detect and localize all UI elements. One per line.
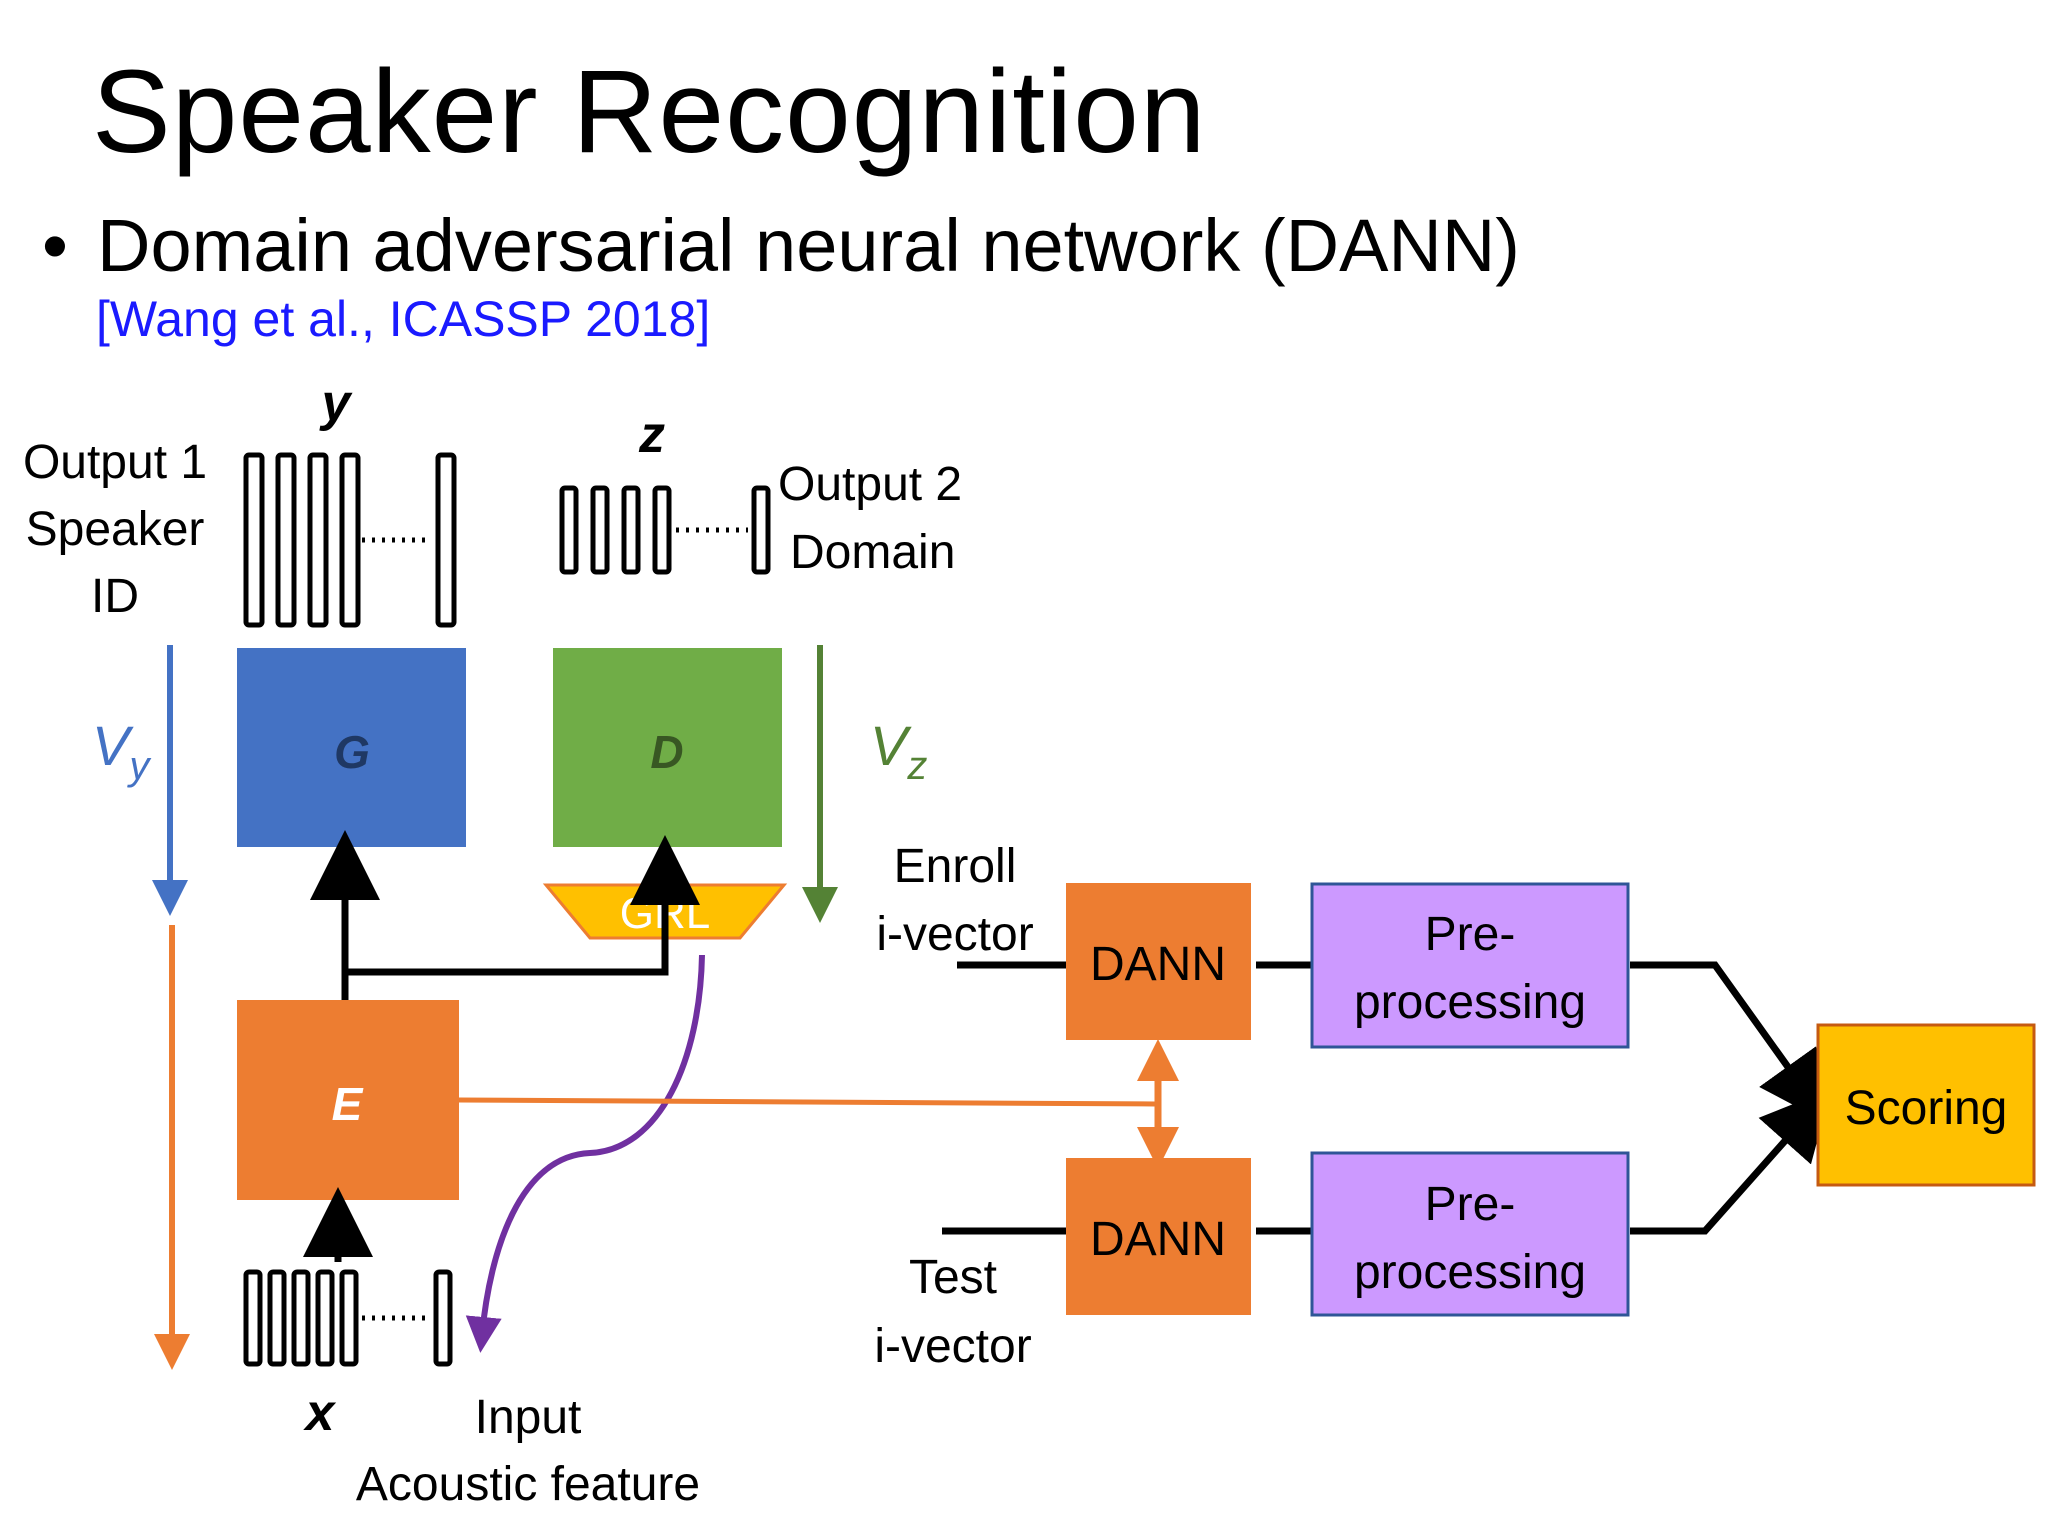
preprocessing-block-enroll — [1310, 882, 1630, 1049]
enroll-label-line2: i-vector — [876, 908, 1033, 961]
preprocessing-block-test — [1310, 1151, 1630, 1317]
test-label-line2: i-vector — [874, 1320, 1031, 1373]
g-block — [237, 648, 466, 847]
output2-label-line2: Domain — [790, 526, 955, 579]
output1-var-y: y — [319, 374, 354, 432]
vz-label-base: V — [870, 714, 912, 777]
preprocessing-enroll-line2: processing — [1354, 976, 1586, 1029]
test-label-line1: Test — [909, 1251, 997, 1304]
preprocessing-test-line1: Pre- — [1425, 1178, 1516, 1231]
output2-vector — [559, 485, 771, 575]
output1-label-line1: Output 1 — [23, 436, 207, 489]
bullet-item: • Domain adversarial neural network (DANN… — [42, 204, 1520, 287]
vz-label-sub: z — [906, 744, 927, 788]
reference-link[interactable]: [Wang et al., ICASSP 2018] — [96, 291, 711, 347]
test-to-scoring-arrow — [1630, 1088, 1832, 1235]
slide-title: Speaker Recognition — [92, 46, 1207, 178]
e-to-d-arrow — [345, 835, 700, 976]
input-label-line2: Acoustic feature — [356, 1458, 700, 1511]
scoring-block — [1816, 1023, 2036, 1187]
vz-label: Vz — [870, 714, 927, 788]
e-block-label: E — [332, 1078, 364, 1130]
e-block — [237, 1000, 459, 1200]
bullet-dot-icon: • — [42, 204, 68, 287]
vy-label: Vy — [92, 714, 152, 788]
grl-to-input-curve-arrow — [465, 954, 705, 1353]
dann-block-test-label: DANN — [1090, 1213, 1226, 1266]
output2-label-line1: Output 2 — [778, 458, 962, 511]
d-block — [553, 648, 782, 847]
enroll-to-scoring-arrow — [1630, 961, 1829, 1124]
d-block-label: D — [650, 726, 683, 778]
input-vector — [243, 1269, 453, 1367]
enroll-label-line1: Enroll — [894, 840, 1017, 893]
dann-block-test — [1066, 1158, 1251, 1315]
preprocessing-test-line2: processing — [1354, 1246, 1586, 1299]
output1-label-line2: Speaker — [26, 503, 205, 556]
dann-block-enroll — [1066, 883, 1251, 1040]
e-to-dann-link — [458, 1097, 1156, 1107]
input-var-x: x — [303, 1384, 337, 1442]
output1-vector — [243, 452, 457, 628]
output1-label-line3: ID — [91, 570, 139, 623]
bullet-text: Domain adversarial neural network (DANN) — [97, 204, 1520, 287]
scoring-block-label: Scoring — [1845, 1082, 2008, 1135]
preprocessing-enroll-line1: Pre- — [1425, 908, 1516, 961]
input-label-line1: Input — [475, 1391, 582, 1444]
g-block-label: G — [334, 726, 370, 778]
vy-label-base: V — [92, 714, 134, 777]
output2-var-z: z — [638, 406, 665, 464]
dann-block-enroll-label: DANN — [1090, 938, 1226, 991]
vy-label-sub: y — [126, 744, 152, 788]
